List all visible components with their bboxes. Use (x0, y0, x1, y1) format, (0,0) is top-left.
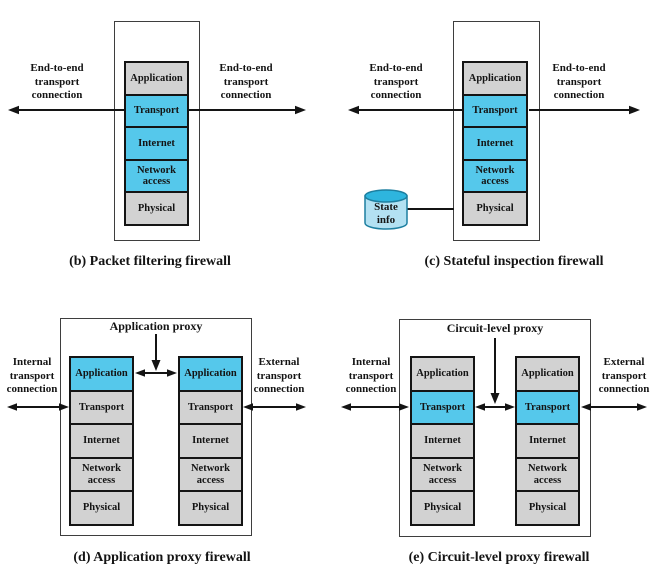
layer-internet: Internet (126, 126, 187, 159)
panel-stateful-inspection-firewall: Application Transport Internet Network a… (332, 0, 664, 287)
layer-physical: Physical (517, 490, 578, 524)
layer-internet: Internet (412, 423, 473, 457)
layer-internet: Internet (71, 423, 132, 457)
panel-d-caption: (d) Application proxy firewall (73, 550, 251, 565)
internal-connection-double-arrow (341, 403, 409, 411)
layer-physical: Physical (71, 490, 132, 524)
layer-physical: Physical (126, 191, 187, 224)
panel-e-caption: (e) Circuit-level proxy firewall (408, 550, 590, 565)
layer-physical: Physical (464, 191, 526, 224)
panel-e-arrows (341, 338, 647, 411)
layer-transport: Transport (180, 389, 241, 424)
label-line: End-to-end (219, 62, 273, 74)
external-protocol-stack: Application Transport Internet Network a… (178, 356, 243, 526)
layer-application: Application (464, 63, 526, 94)
label-line: External (603, 356, 645, 368)
label-line: transport (601, 369, 647, 382)
internal-connection-double-arrow (7, 403, 69, 411)
end-to-end-arrow-left (8, 105, 125, 115)
layer-application: Application (180, 358, 241, 390)
layer-network-access: Network access (126, 158, 187, 192)
left-connection-label: Internal transport connection (0, 356, 77, 397)
label-line: transport (373, 75, 419, 88)
layer-internet: Internet (464, 126, 526, 159)
label-line: connection (370, 89, 422, 101)
layer-network-access: Network access (71, 456, 132, 491)
panel-packet-filtering-firewall: Application Transport Internet Network a… (0, 0, 332, 287)
label-line: transport (9, 369, 55, 382)
label-line: transport (556, 75, 602, 88)
label-line: End-to-end (552, 62, 606, 74)
panel-c-arrows (348, 105, 640, 230)
layer-network-access: Network access (517, 456, 578, 491)
layer-transport: Transport (517, 389, 578, 424)
label-line: End-to-end (369, 62, 423, 74)
state-info-label: State info (365, 201, 407, 226)
label-line: transport (34, 75, 80, 88)
internal-protocol-stack: Application Transport Internet Network a… (69, 356, 134, 526)
layer-application: Application (412, 358, 473, 390)
layer-network-access: Network access (464, 158, 526, 192)
proxy-link-double-arrow (475, 403, 515, 411)
state-info-cylinder (364, 189, 408, 230)
left-connection-label: Internal transport connection (326, 356, 416, 397)
proxy-title-label: Circuit-level proxy (446, 321, 544, 335)
internal-protocol-stack: Application Transport Internet Network a… (410, 356, 475, 526)
label-line: transport (223, 75, 269, 88)
label-line: connection (598, 383, 650, 395)
layer-application: Application (126, 63, 187, 94)
external-protocol-stack: Application Transport Internet Network a… (515, 356, 580, 526)
panel-b-caption: (b) Packet filtering firewall (69, 254, 231, 269)
layer-physical: Physical (412, 490, 473, 524)
label-line: State (374, 201, 398, 213)
label-line: Internal (351, 356, 391, 368)
label-line: End-to-end (30, 62, 84, 74)
panel-d-arrows (7, 334, 306, 411)
label-line: connection (253, 383, 305, 395)
label-line: info (376, 213, 396, 226)
layer-internet: Internet (180, 423, 241, 457)
right-connection-label: End-to-end transport connection (201, 62, 291, 103)
label-line: External (258, 356, 300, 368)
external-connection-double-arrow (243, 403, 306, 411)
right-connection-label: End-to-end transport connection (534, 62, 624, 103)
label-line: connection (6, 383, 58, 395)
end-to-end-arrow-right (189, 105, 306, 115)
layer-transport: Transport (464, 93, 526, 127)
panel-b-arrows (8, 105, 306, 115)
layer-transport: Transport (412, 389, 473, 424)
right-connection-label: External transport connection (579, 356, 664, 397)
label-line: transport (256, 369, 302, 382)
label-line: Internal (12, 356, 52, 368)
label-line: connection (553, 89, 605, 101)
layer-physical: Physical (180, 490, 241, 524)
layer-internet: Internet (517, 423, 578, 457)
label-line: connection (31, 89, 83, 101)
left-connection-label: End-to-end transport connection (351, 62, 441, 103)
proxy-title-label: Application proxy (109, 319, 203, 333)
label-line: connection (220, 89, 272, 101)
layer-application: Application (517, 358, 578, 390)
layer-application: Application (71, 358, 132, 390)
layer-network-access: Network access (412, 456, 473, 491)
proxy-pointer-arrow (490, 338, 500, 404)
proxy-link-double-arrow (135, 369, 177, 377)
proxy-pointer-arrow (151, 334, 161, 371)
right-connection-label: External transport connection (234, 356, 324, 397)
layer-transport: Transport (126, 93, 187, 127)
layer-network-access: Network access (180, 456, 241, 491)
protocol-stack: Application Transport Internet Network a… (124, 61, 189, 226)
label-line: transport (348, 369, 394, 382)
left-connection-label: End-to-end transport connection (12, 62, 102, 103)
protocol-stack: Application Transport Internet Network a… (462, 61, 528, 226)
panel-c-caption: (c) Stateful inspection firewall (424, 254, 604, 269)
panel-circuit-level-proxy-firewall: Circuit-level proxy Application Transpor… (332, 287, 664, 574)
end-to-end-arrow-left (348, 105, 463, 115)
end-to-end-arrow-right (529, 105, 640, 115)
label-line: connection (345, 383, 397, 395)
panel-application-proxy-firewall: Application proxy Application Transport … (0, 287, 332, 574)
layer-transport: Transport (71, 389, 132, 424)
external-connection-double-arrow (581, 403, 647, 411)
